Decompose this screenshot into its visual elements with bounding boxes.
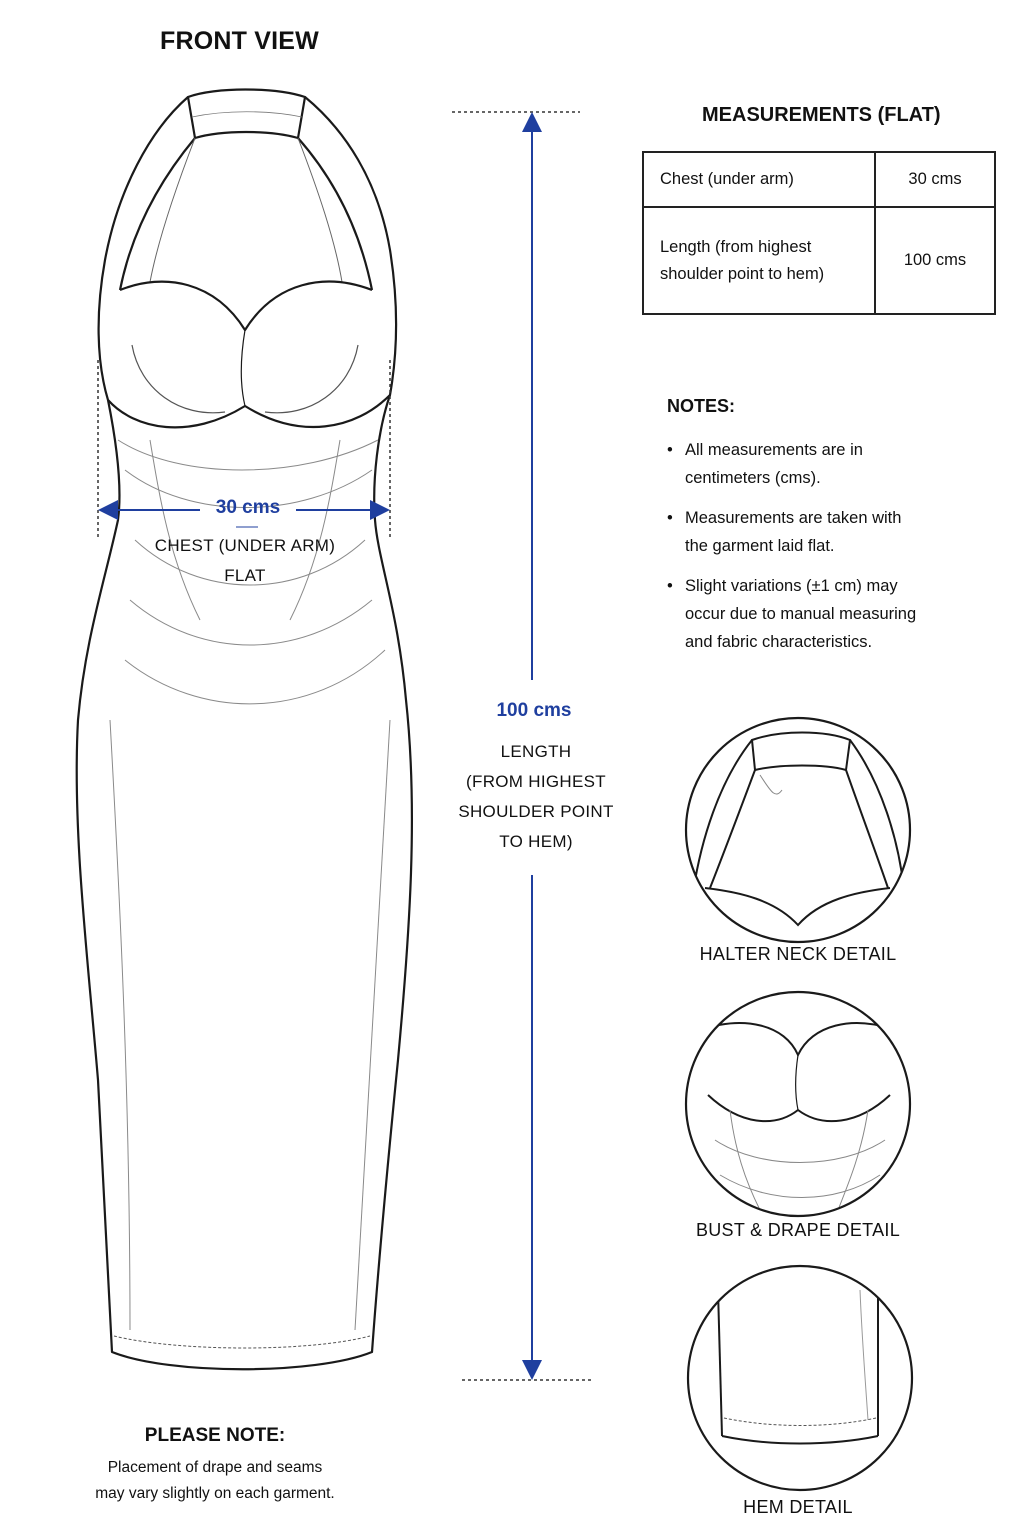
note-line: centimeters (cms). [685,469,821,487]
length-label-line: TO HEM) [499,832,573,851]
front-view-title: FRONT VIEW [160,27,319,55]
halter-neck-detail-drawing [684,716,912,944]
table-cell-value: 100 cms [874,206,996,315]
note-line: Slight variations (±1 cm) may [685,577,898,595]
please-note-line: Placement of drape and seams [107,1459,323,1476]
chest-value: 30 cms [215,497,281,518]
list-item: • Slight variations (±1 cm) may occur du… [667,572,967,656]
note-line: the garment laid flat. [685,537,835,555]
bullet-icon: • [667,509,673,527]
list-item: • All measurements are in centimeters (c… [667,436,967,492]
chest-label: CHEST (UNDER ARM) FLAT [140,531,350,591]
table-cell-label: Chest (under arm) [642,150,876,209]
note-line: Measurements are taken with [685,509,902,527]
please-note-line: may vary slightly on each garment. [95,1485,335,1502]
note-line: All measurements are in [685,441,863,459]
table-row: Length (from highest shoulder point to h… [642,206,996,315]
table-cell-label: Length (from highest shoulder point to h… [642,206,876,315]
length-dimension [452,111,594,1381]
table-cell-line: shoulder point to hem) [660,264,825,283]
chest-label-line: CHEST (UNDER ARM) [154,536,336,555]
length-label-line: LENGTH [500,742,572,761]
table-cell-value: 30 cms [874,150,996,209]
measurements-table: Chest (under arm) 30 cms Length (from hi… [642,150,996,315]
hem-detail-drawing [686,1264,914,1492]
table-row: Chest (under arm) 30 cms [642,150,996,209]
please-note-text: Placement of drape and seams may vary sl… [60,1455,370,1507]
note-line: and fabric characteristics. [685,633,873,651]
hem-detail-label: HEM DETAIL [743,1497,853,1517]
length-label: LENGTH (FROM HIGHEST SHOULDER POINT TO H… [456,737,616,857]
halter-neck-detail-label: HALTER NECK DETAIL [699,944,897,964]
list-item: • Measurements are taken with the garmen… [667,504,967,560]
dress-sketch [75,88,414,1371]
measurements-title: MEASUREMENTS (FLAT) [702,104,941,126]
bust-drape-detail-label: BUST & DRAPE DETAIL [695,1220,901,1240]
length-value: 100 cms [496,700,572,721]
halter-band [186,88,307,140]
notes-list: • All measurements are in centimeters (c… [667,436,967,668]
chest-dimension [97,360,391,540]
bullet-icon: • [667,577,673,595]
note-line: occur due to manual measuring [685,605,917,623]
notes-title: NOTES: [667,396,736,416]
chest-label-line: FLAT [224,566,266,585]
length-label-line: (FROM HIGHEST [466,772,606,791]
please-note-title: PLEASE NOTE: [144,1425,286,1446]
bust-cups [119,280,373,332]
bust-drape-detail-drawing [684,990,912,1218]
bullet-icon: • [667,441,673,459]
table-cell-line: Length (from highest [660,237,812,256]
dress-outline [75,96,414,1371]
length-label-line: SHOULDER POINT [458,802,614,821]
